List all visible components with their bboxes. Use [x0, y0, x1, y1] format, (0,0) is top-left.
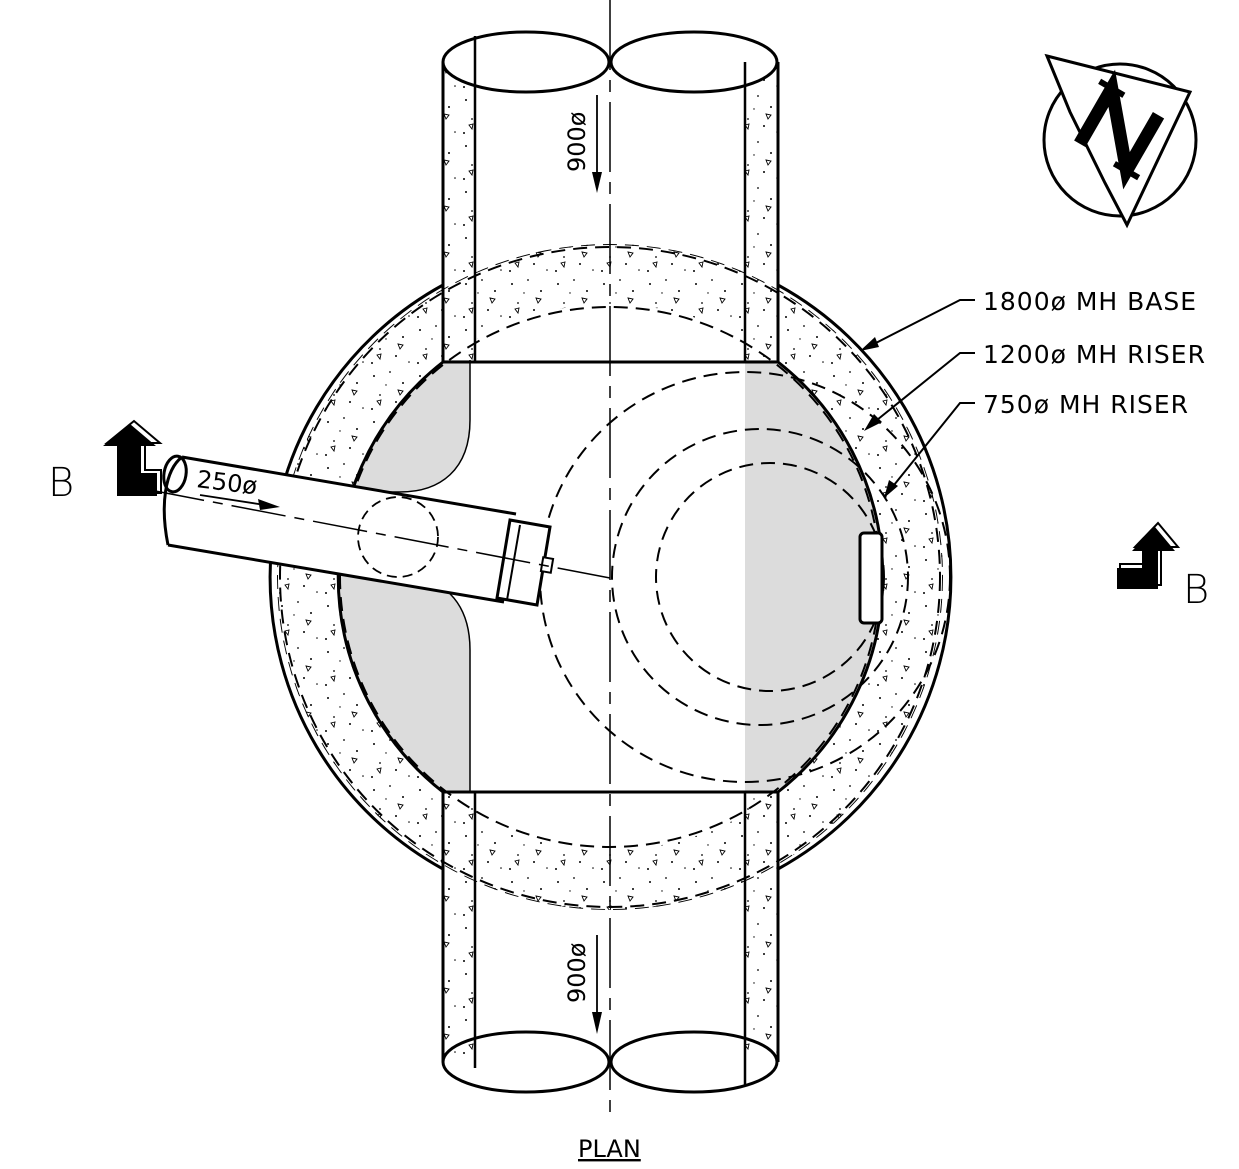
callout-riser-1200: 1200ø MH RISER [983, 340, 1206, 369]
callout-riser-750: 750ø MH RISER [983, 390, 1189, 419]
drawing-title: PLAN [578, 1135, 641, 1163]
flow-arrow-top [592, 95, 602, 193]
outlet-pipe-size-label: 900ø [563, 943, 591, 1004]
north-arrow-icon: N [0, 0, 1198, 229]
step-iron [858, 531, 884, 625]
callout-base: 1800ø MH BASE [983, 287, 1197, 316]
branch-pipe [162, 454, 555, 607]
section-arrow-right-icon [1117, 521, 1181, 589]
callout-leaders [869, 299, 975, 491]
outlet-pipe-bottom [441, 792, 780, 1094]
inlet-pipe-size-label: 900ø [563, 112, 591, 173]
callout-arrowheads [860, 337, 898, 498]
north-arrow-letter: N [0, 0, 1, 1]
branch-pipe-hidden-end [357, 496, 439, 578]
section-mark-left: B [48, 460, 74, 506]
inlet-pipe-top [441, 30, 780, 362]
flow-arrow-branch [199, 494, 280, 510]
riser-750-inner [611, 428, 909, 726]
centre-lines [149, 0, 611, 1120]
flow-arrow-bottom [592, 935, 602, 1034]
section-arrow-left-icon [103, 419, 163, 496]
section-mark-right: B [1183, 567, 1209, 613]
